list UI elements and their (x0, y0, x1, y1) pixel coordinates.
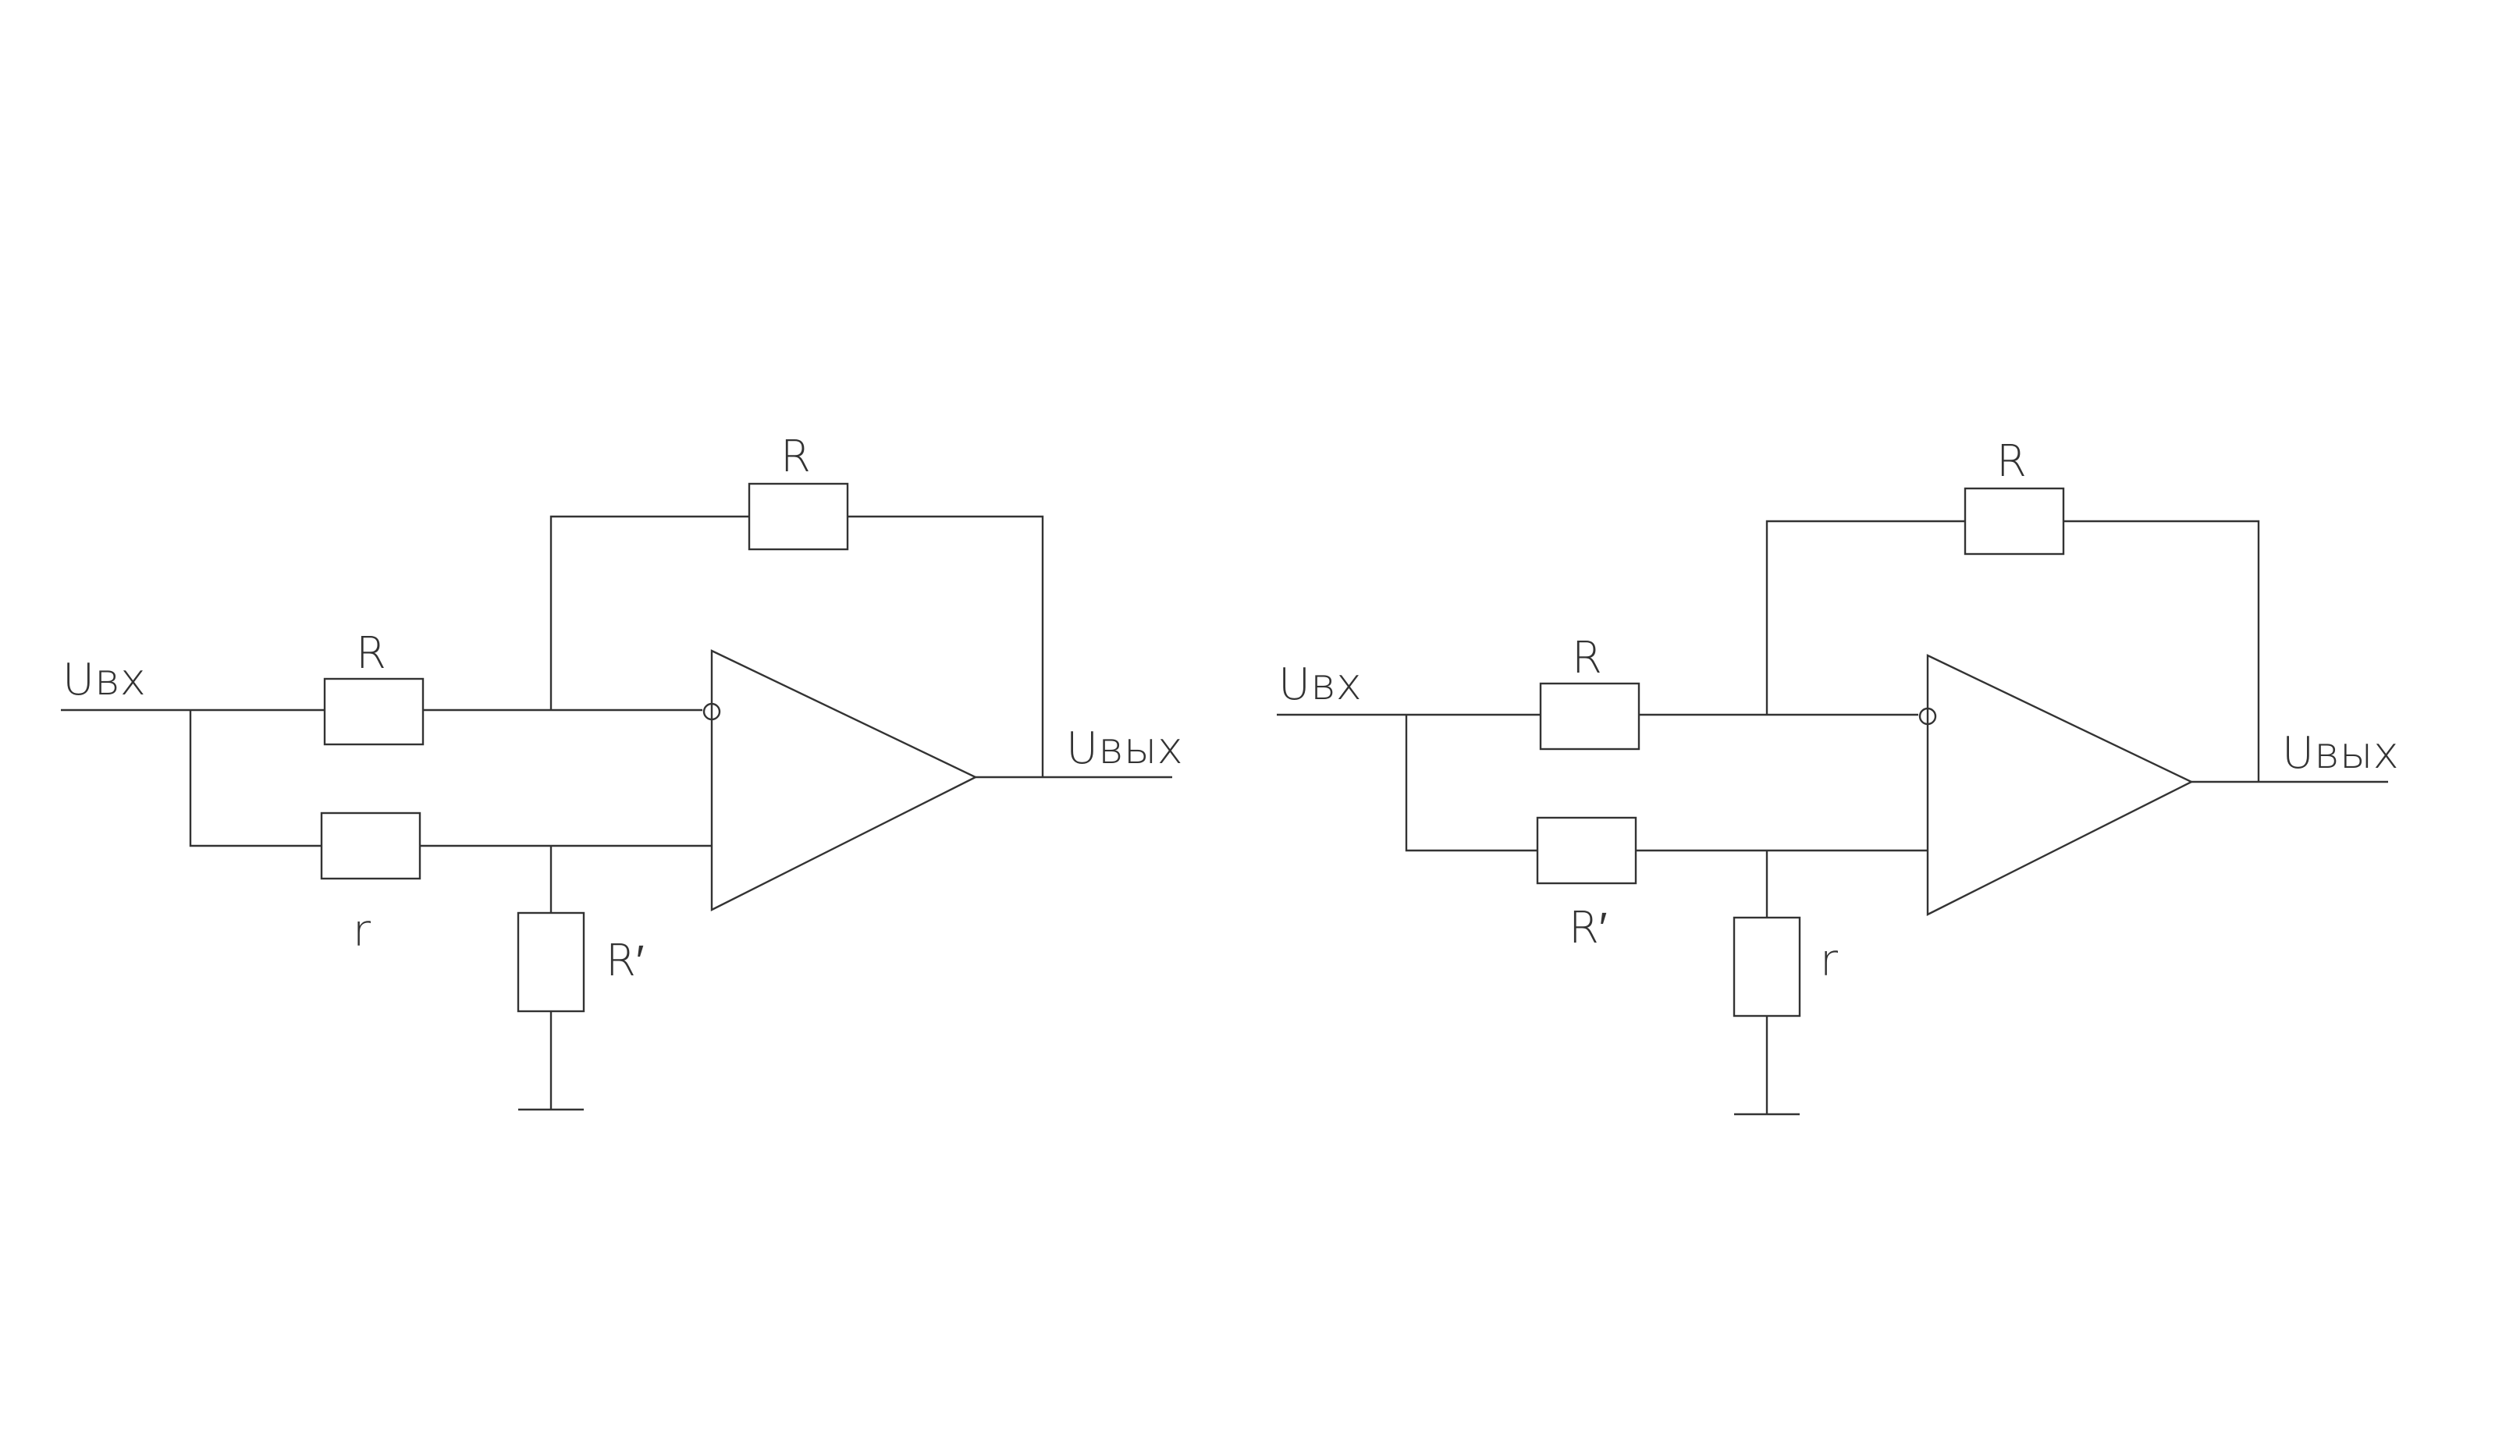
inverting-input-marker (1918, 707, 1937, 726)
shunt-resistor (1733, 916, 1801, 1017)
input-voltage-label: Uвх (1278, 659, 1362, 710)
feedback-wire (549, 515, 1044, 777)
wires (1277, 520, 2388, 1116)
input-branch-wire (1405, 715, 1537, 852)
series-resistor-label: R′ (1569, 903, 1607, 954)
feedback-wire (1765, 520, 2260, 782)
components (320, 482, 978, 1013)
shunt-resistor-label: r (1820, 936, 1838, 986)
feedback-resistor (1964, 487, 2065, 556)
input-voltage-label: Uвх (62, 655, 146, 705)
inverting-input-marker (702, 702, 721, 721)
feedback-resistor (748, 482, 849, 551)
input-resistor-label: R (356, 628, 386, 679)
op-amp (710, 649, 978, 911)
circuit-1: Uвх Uвых R R r R′ (61, 431, 1183, 1111)
series-resistor (320, 811, 421, 880)
input-resistor-label: R (1572, 633, 1602, 684)
output-voltage-label: Uвых (2282, 728, 2399, 779)
feedback-resistor-label: R (1996, 436, 2027, 487)
wires (61, 515, 1172, 1111)
input-resistor (323, 677, 425, 746)
output-voltage-label: Uвых (1066, 723, 1183, 774)
feedback-resistor-label: R (780, 431, 811, 482)
series-resistor (1536, 816, 1637, 885)
circuit-2: Uвх Uвых R R R′ r (1277, 436, 2399, 1116)
shunt-resistor-label: R′ (606, 936, 644, 986)
input-resistor (1539, 682, 1640, 751)
shunt-resistor (517, 911, 585, 1013)
labels: Uвх Uвых R R R′ r (1278, 436, 2399, 986)
components (1536, 487, 2194, 1017)
series-resistor-label: r (353, 906, 371, 957)
op-amp (1926, 654, 2194, 916)
labels: Uвх Uвых R R r R′ (62, 431, 1183, 986)
input-branch-wire (189, 710, 322, 847)
